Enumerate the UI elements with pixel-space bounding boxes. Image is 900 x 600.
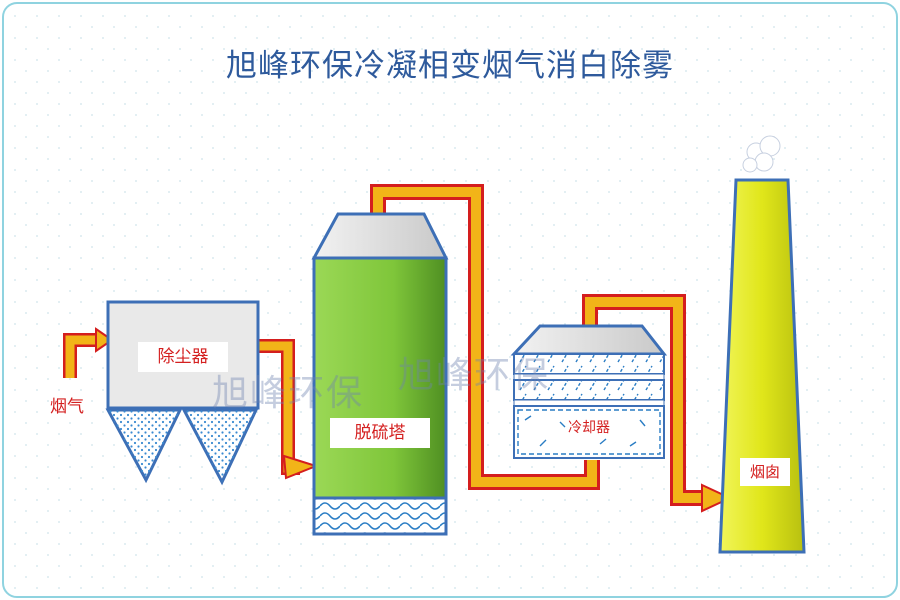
pipes — [63, 184, 704, 506]
inlet-arrow — [95, 327, 114, 353]
cooler-label: 冷却器 — [568, 420, 610, 436]
inlet-label: 烟气 — [50, 397, 84, 417]
chimney-inlet-arrow — [701, 483, 733, 513]
watermark: 旭峰环保 — [398, 355, 551, 396]
dust-collector-label: 除尘器 — [138, 342, 228, 372]
desulfurization-tower — [311, 212, 449, 536]
cooler — [510, 324, 668, 459]
tower-inlet-arrow — [282, 454, 319, 480]
watermark: 旭峰环保 — [212, 373, 365, 414]
chimney-label: 烟囱 — [740, 458, 790, 486]
white-plume — [742, 135, 781, 173]
flow-arrows — [95, 327, 733, 513]
page-title: 旭峰环保冷凝相变烟气消白除雾 — [226, 48, 674, 84]
desulfurization-tower-label: 脱硫塔 — [330, 418, 430, 448]
